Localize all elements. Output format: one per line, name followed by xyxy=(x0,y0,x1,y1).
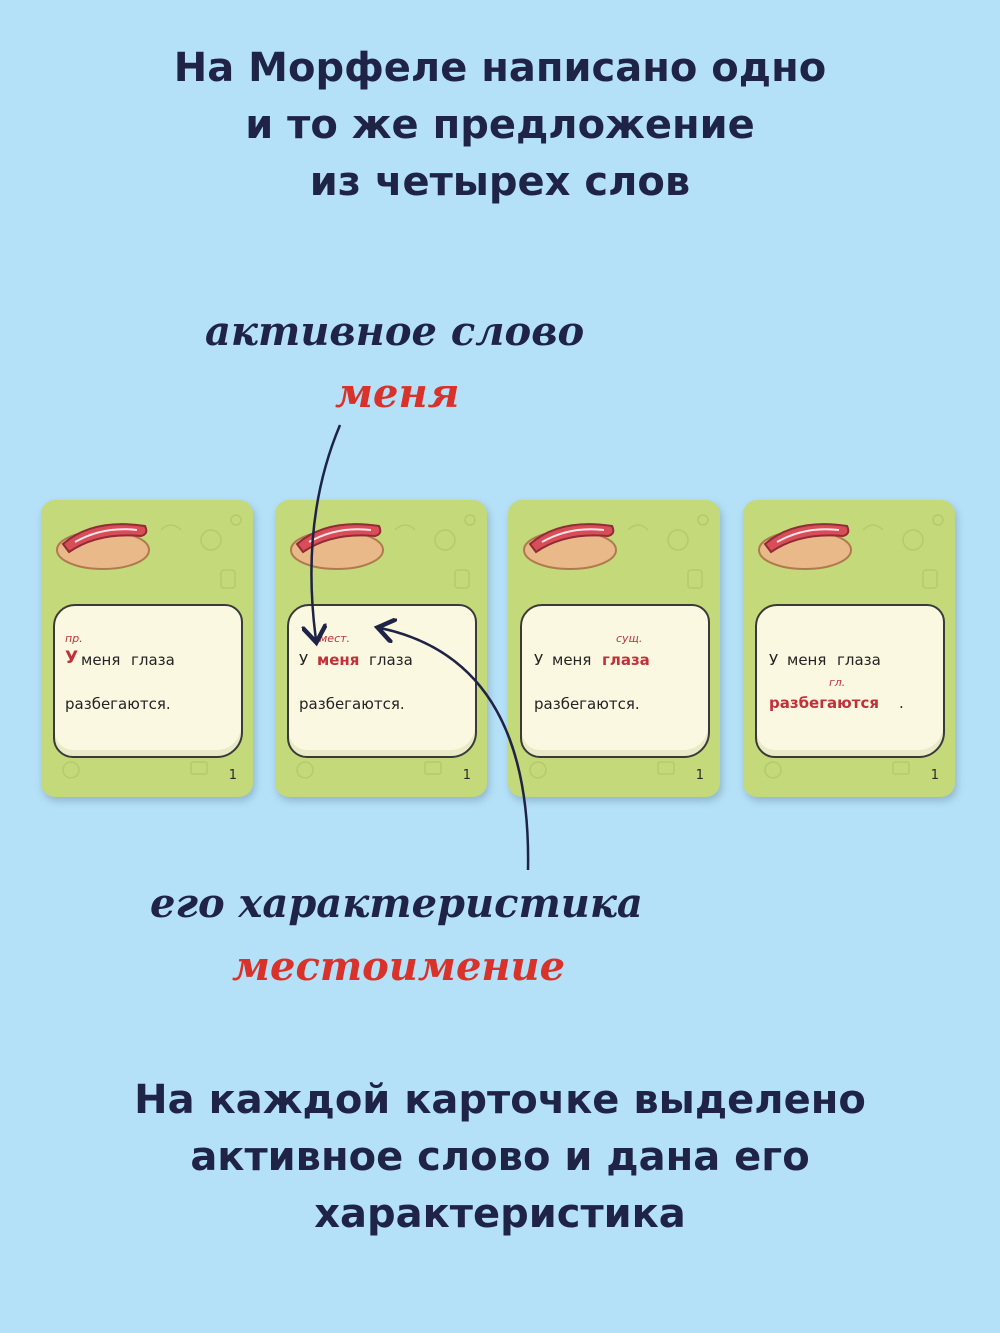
morphology-card-3: сущ. У меня глаза разбегаются. 1 xyxy=(508,500,720,797)
sentence-panel: сущ. У меня глаза разбегаются. xyxy=(520,604,710,758)
part-of-speech-tag: сущ. xyxy=(616,632,643,645)
top-headline: На Морфеле написано одно и то же предлож… xyxy=(0,40,1000,211)
doodle-pattern xyxy=(764,514,944,779)
sentence-word: У xyxy=(534,651,544,669)
morphology-card-1: пр. У меня глаза разбегаются. 1 xyxy=(41,500,253,797)
characteristic-example: местоимение xyxy=(232,943,566,990)
sentence-word: разбегаются. xyxy=(534,695,640,713)
bottom-headline-line: активное слово и дана его xyxy=(190,1134,810,1180)
top-headline-line: и то же предложение xyxy=(245,102,755,148)
part-of-speech-tag: мест. xyxy=(319,632,351,645)
active-word: У xyxy=(65,648,79,668)
characteristic-caption: его характеристика xyxy=(150,880,643,927)
sentence-word: . xyxy=(899,694,904,712)
bottom-headline-line: На каждой карточке выделено xyxy=(134,1077,866,1123)
doodle-pattern xyxy=(296,514,476,779)
sentence-word: глаза xyxy=(369,651,413,669)
hotdog-icon xyxy=(56,523,150,570)
top-headline-line: из четырех слов xyxy=(309,159,691,205)
sentence-panel: пр. У меня глаза разбегаются. xyxy=(53,604,243,758)
sentence-word: разбегаются. xyxy=(299,695,405,713)
part-of-speech-tag: пр. xyxy=(65,632,83,645)
doodle-pattern xyxy=(62,514,242,779)
doodle-pattern xyxy=(529,514,709,779)
sentence-panel: У меня глаза гл. разбегаются . xyxy=(755,604,945,758)
card-number: 1 xyxy=(462,768,471,783)
active-word: глаза xyxy=(602,651,650,669)
hotdog-icon xyxy=(758,523,852,570)
bottom-headline: На каждой карточке выделено активное сло… xyxy=(0,1072,1000,1243)
sentence-word: меня xyxy=(552,651,592,669)
part-of-speech-tag: гл. xyxy=(829,676,846,689)
active-word: меня xyxy=(317,651,360,669)
hotdog-icon xyxy=(290,523,384,570)
card-number: 1 xyxy=(930,768,939,783)
sentence-word: меня xyxy=(787,651,827,669)
morphology-card-2: мест. У меня глаза разбегаются. 1 xyxy=(275,500,487,797)
active-word-example: меня xyxy=(335,370,460,417)
sentence-word: глаза xyxy=(837,651,881,669)
sentence-word: разбегаются. xyxy=(65,695,171,713)
sentence-word: глаза xyxy=(131,651,175,669)
active-word-caption: активное слово xyxy=(205,308,585,355)
card-number: 1 xyxy=(695,768,704,783)
hotdog-icon xyxy=(523,523,617,570)
sentence-word: меня xyxy=(81,651,121,669)
sentence-word: У xyxy=(769,651,779,669)
top-headline-line: На Морфеле написано одно xyxy=(173,45,827,91)
sentence-panel: мест. У меня глаза разбегаются. xyxy=(287,604,477,758)
active-word: разбегаются xyxy=(769,694,879,712)
card-number: 1 xyxy=(228,768,237,783)
bottom-headline-line: характеристика xyxy=(314,1191,686,1237)
morphology-card-4: У меня глаза гл. разбегаются . 1 xyxy=(743,500,955,797)
sentence-word: У xyxy=(299,651,309,669)
